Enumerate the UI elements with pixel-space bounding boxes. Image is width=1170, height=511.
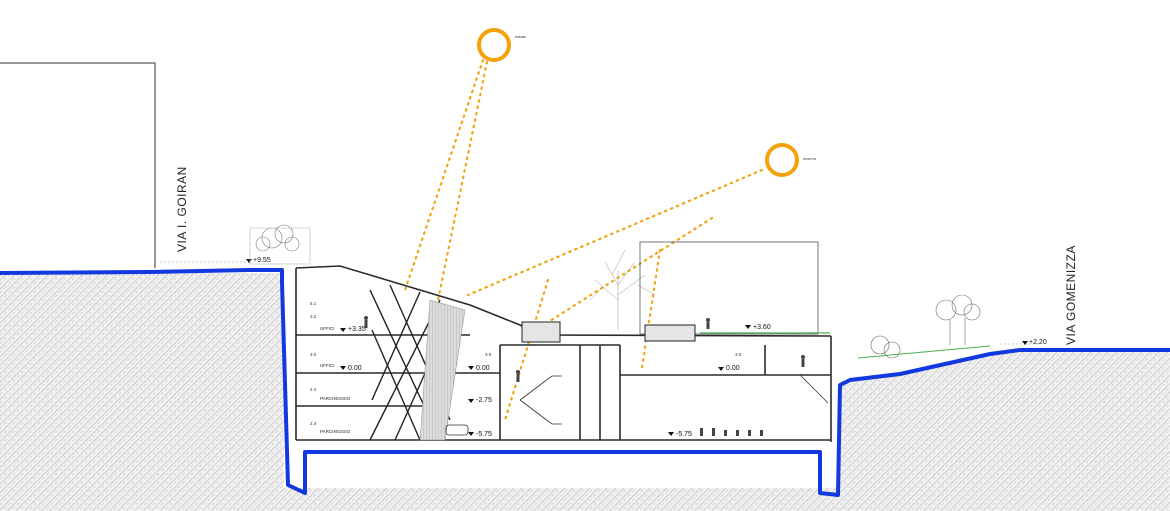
existing-building-left: [0, 62, 156, 268]
height-2: 3.2: [310, 314, 317, 319]
skylight-2: [644, 324, 696, 342]
level-markers: +3.35 +3.60 0.00 0.00 0.00 -2.75 -5.75 -…: [340, 324, 1047, 438]
height-4: 2.4: [310, 387, 317, 392]
level-center-floor: 0.00: [476, 365, 490, 372]
sun-low-icon: [765, 143, 799, 177]
room-label-parcheggio-2: PARCHEGGIO: [320, 429, 351, 434]
height-dimensions: 5.1 3.2 3.0 2.4 2.4 3.0 3.0: [310, 301, 742, 426]
height-1: 5.1: [310, 301, 317, 306]
glass-curtain: [419, 299, 466, 441]
ground-line-left: [0, 268, 1170, 497]
stairs-right: [799, 374, 829, 404]
background-volume: [639, 241, 819, 335]
level-roof-right: +3.60: [753, 324, 771, 331]
level-parking-upper: -2.75: [476, 397, 492, 404]
height-6: 3.0: [485, 352, 492, 357]
sun-high-label: estate: [515, 34, 527, 39]
level-uffici-lower: 0.00: [348, 365, 362, 372]
level-right-floor: 0.00: [726, 365, 740, 372]
stairs-center: [519, 375, 562, 425]
tree-left: [249, 224, 311, 265]
car-icon: [445, 424, 469, 436]
room-label-parcheggio-1: PARCHEGGIO: [320, 396, 351, 401]
level-street-right: +2.20: [1029, 339, 1047, 346]
trees-right: [870, 294, 981, 359]
sun-low-label: inverno: [803, 156, 817, 161]
level-top-left: +9.55: [253, 257, 271, 264]
street-label-left: VIA I. GOIRAN: [175, 166, 189, 252]
skylight-1: [521, 321, 561, 343]
height-5: 2.4: [310, 421, 317, 426]
room-label-uffici-1: UFFICI: [320, 326, 335, 331]
people-figures: [364, 316, 805, 436]
street-label-right: VIA GOMENIZZA: [1064, 245, 1078, 345]
level-parking-lower: -5.75: [476, 431, 492, 438]
building-structure: [295, 265, 832, 442]
level-uffici-upper: +3.35: [348, 326, 366, 333]
level-basement-right: -5.75: [676, 431, 692, 438]
earth-right-fill: [840, 349, 1170, 511]
height-7: 3.0: [735, 352, 742, 357]
tree-center: [589, 249, 656, 330]
earth-left-fill: [0, 274, 284, 511]
sun-high-icon: [477, 28, 511, 62]
height-3: 3.0: [310, 352, 317, 357]
room-label-uffici-2: UFFICI: [320, 363, 335, 368]
sun-rays: [403, 58, 764, 422]
earth-bottom-fill: [284, 488, 840, 511]
